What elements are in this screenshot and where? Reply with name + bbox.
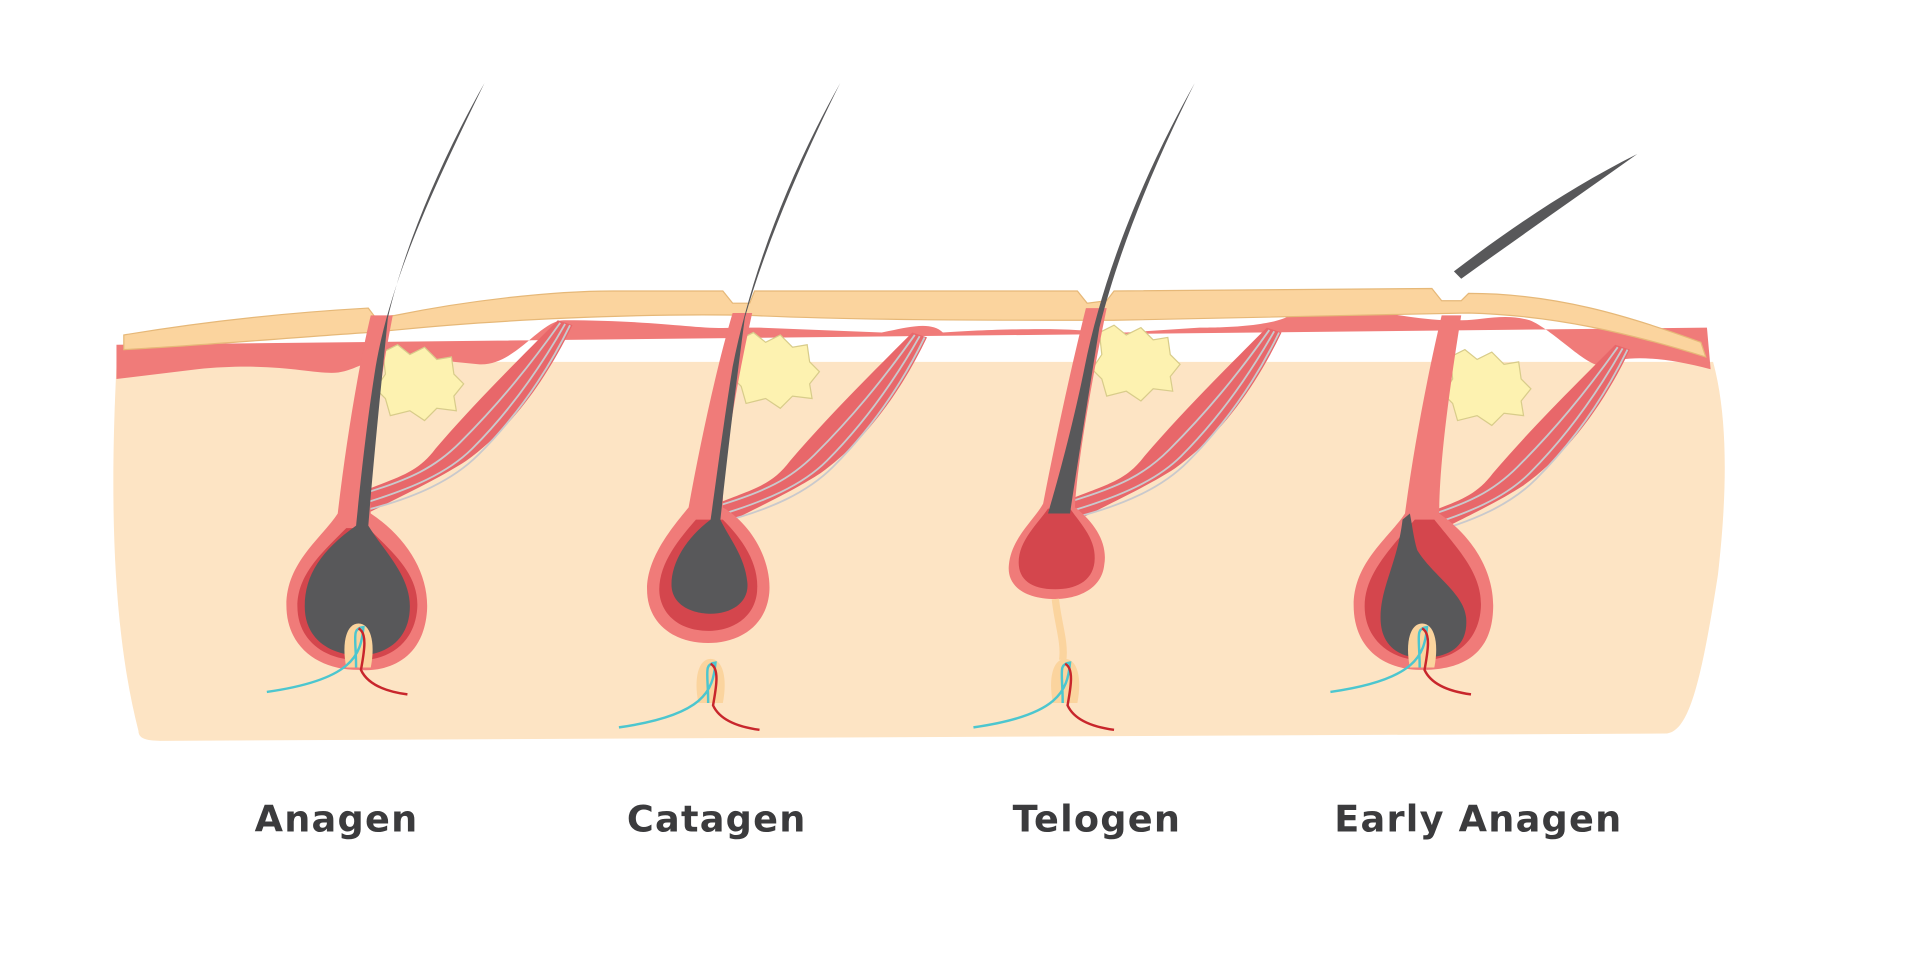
stage-label-catagen: Catagen (627, 797, 807, 840)
follicle-anagen (265, 83, 574, 696)
skin-cross-section (113, 287, 1725, 741)
shed-hair (1453, 154, 1638, 279)
hair-shaft (671, 83, 841, 614)
follicle-early-anagen (1329, 154, 1638, 696)
stratum-corneum (123, 287, 1707, 358)
follicle-catagen (617, 83, 928, 732)
stage-label-early-anagen: Early Anagen (1334, 797, 1622, 840)
hair-shaft (304, 83, 485, 656)
new-hair (1380, 513, 1467, 658)
epidermis (116, 306, 1711, 379)
follicle-telogen (972, 83, 1283, 732)
stage-label-telogen: Telogen (1013, 797, 1182, 840)
stage-label-anagen: Anagen (255, 797, 419, 840)
hair-shaft (1048, 83, 1195, 514)
